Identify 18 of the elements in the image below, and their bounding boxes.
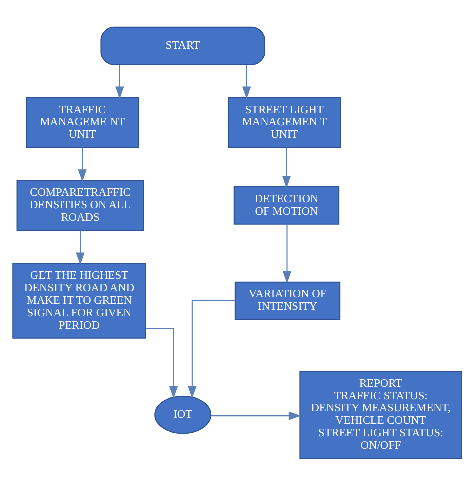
node-box: STREET LIGHT MANAGEMEN T UNIT: [228, 97, 341, 148]
node-box: VARIATION OF INTENSITY: [234, 282, 340, 320]
arrow: [76, 230, 84, 266]
arrow: [145, 328, 178, 399]
node-box: START: [100, 26, 265, 66]
arrow: [115, 65, 124, 100]
node-box: TRAFFIC MANAGEME NT UNIT: [26, 97, 139, 148]
arrow: [282, 148, 291, 188]
node-box: COMPARETRAFFIC DENSITIES ON ALL ROADS: [16, 180, 144, 232]
node-box: REPORT TRAFFIC STATUS: DENSITY MEASUREMENT, VEHICLE COUNT STREET LIGHT STATUS: ON/OFF: [299, 370, 462, 460]
arrow: [282, 224, 292, 284]
node-ellipse: IOT: [154, 396, 212, 434]
node-box: GET THE HIGHEST DENSITY ROAD AND MAKE IT TO GREEN SIGNAL FOR GIVEN PERIOD: [12, 263, 146, 339]
arrow: [78, 148, 86, 182]
arrow: [242, 65, 251, 100]
arrow: [188, 300, 235, 399]
arrow: [210, 412, 301, 420]
node-box: DETECTION OF MOTION: [233, 186, 340, 225]
